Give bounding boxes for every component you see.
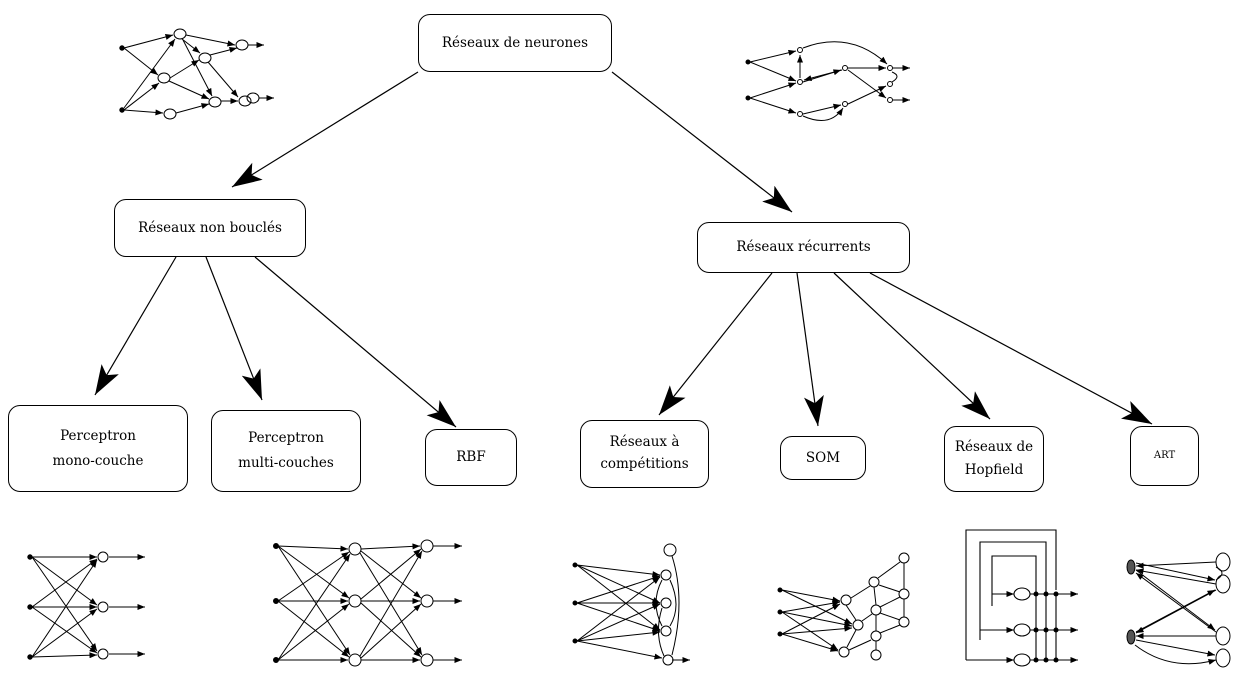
node-perceptron-multi: Perceptron multi-couches	[211, 410, 361, 492]
edge-feedforward-perceptron-multi	[205, 256, 263, 401]
edge-feedforward-perceptron-mono	[94, 256, 177, 396]
edge-feedforward-rbf	[254, 256, 457, 428]
single-layer-perceptron-sketch	[27, 551, 145, 660]
node-recurrent: Réseaux récurrents	[697, 222, 910, 273]
hopfield-network-sketch	[965, 529, 1078, 667]
edge-recurrent-hopfield	[833, 272, 991, 420]
multilayer-perceptron-sketch	[273, 539, 462, 667]
node-art: ART	[1130, 426, 1199, 486]
node-root: Réseaux de neurones	[418, 14, 612, 72]
edge-recurrent-competition	[658, 272, 773, 416]
node-rbf: RBF	[425, 429, 517, 486]
node-perceptron-mono: Perceptron mono-couche	[8, 405, 188, 492]
node-som: SOM	[780, 436, 866, 480]
som-lattice-sketch	[777, 552, 910, 661]
recurrent-network-sketch	[745, 41, 910, 121]
art-network-sketch	[1126, 552, 1231, 668]
node-competition: Réseaux à compétitions	[580, 420, 709, 488]
node-feedforward: Réseaux non bouclés	[114, 199, 306, 257]
edge-recurrent-art	[869, 272, 1153, 425]
edge-root-recurrent	[611, 71, 793, 213]
node-hopfield: Réseaux de Hopfield	[944, 426, 1044, 492]
edge-root-feedforward	[231, 71, 419, 188]
competitive-network-sketch	[572, 543, 690, 666]
feedforward-network-sketch	[119, 28, 274, 120]
edge-recurrent-som	[796, 272, 824, 427]
